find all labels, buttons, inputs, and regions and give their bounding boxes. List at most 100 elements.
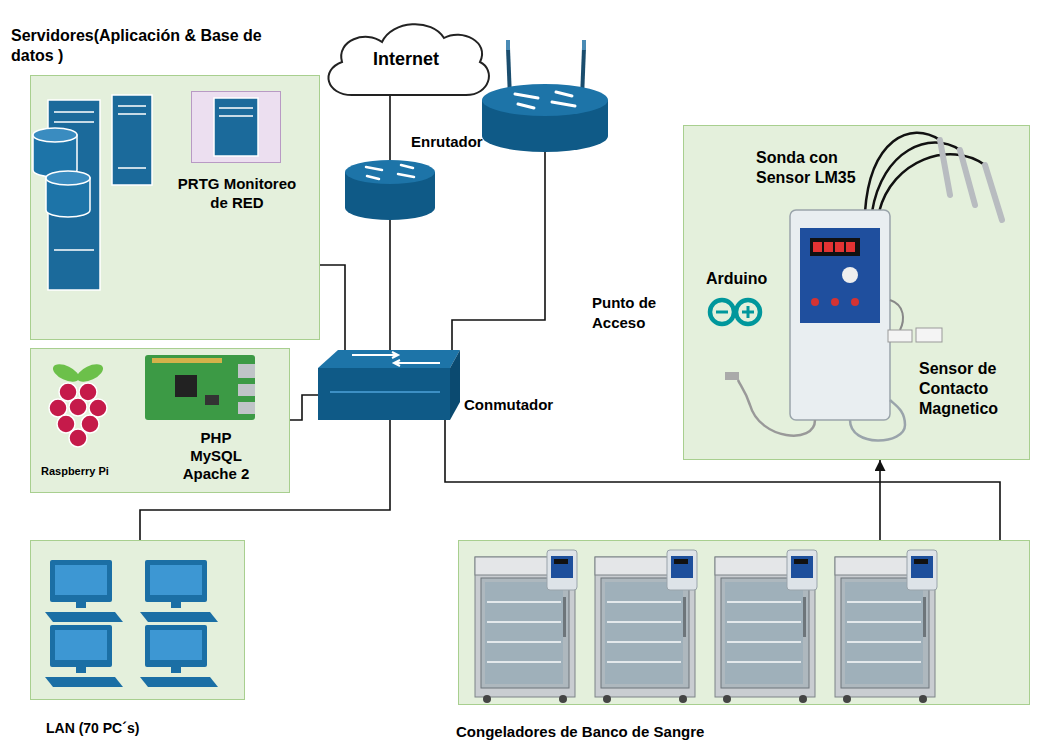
raspberry-board	[152, 358, 222, 363]
raspberry-logo	[81, 415, 99, 433]
arduino-device	[725, 372, 739, 380]
monitor-box: PRTG Monitoreo de RED	[191, 91, 281, 163]
raspberry-logo	[89, 399, 107, 417]
raspberry-logo	[79, 383, 97, 401]
arduino-device	[940, 140, 950, 195]
arduino-device	[811, 298, 819, 306]
arduino-device	[872, 143, 960, 212]
access-point-symbol	[482, 100, 608, 152]
arduino-device	[865, 133, 940, 212]
switch-symbol	[318, 350, 460, 420]
network-link	[389, 96, 391, 160]
arduino-logo	[716, 306, 754, 318]
node-label: Raspberry Pi	[41, 465, 109, 478]
arduino-device	[813, 242, 822, 252]
switch-symbol	[330, 391, 440, 393]
text-slot: Sensor de Contacto Magnetico	[919, 359, 1019, 419]
access-point-symbol	[506, 40, 510, 50]
internet-cloud	[329, 24, 489, 95]
pc-group	[45, 560, 123, 622]
pc-group	[140, 625, 218, 687]
router-symbol	[366, 165, 414, 179]
freezer-group	[475, 550, 937, 703]
text-slot: Enrutador	[411, 133, 483, 151]
text-slot: Servidores(Aplicación & Base de datos )	[11, 26, 301, 66]
switch-symbol	[318, 368, 450, 420]
raspberry-logo	[69, 398, 87, 416]
internet-cloud	[329, 24, 489, 95]
server-towers	[33, 128, 77, 142]
arduino-device	[985, 165, 1002, 220]
text-slot: PRTG Monitoreo de RED	[172, 174, 302, 212]
arduino-logo	[736, 300, 760, 324]
raspberry-panel: Raspberry PiPHP MySQL Apache 2	[30, 348, 290, 493]
raspberry-logo	[49, 361, 107, 447]
router-symbol	[345, 160, 435, 184]
access-point-symbol	[482, 84, 608, 116]
freezer-group	[835, 550, 937, 703]
arduino-logo	[710, 300, 734, 324]
text-slot: LAN (70 PC´s)	[46, 719, 139, 737]
access-point-node: Punto de Acceso	[482, 35, 608, 152]
server-towers	[33, 95, 258, 290]
access-point-symbol	[515, 92, 575, 108]
server-towers	[33, 135, 77, 177]
arduino-device	[846, 242, 855, 252]
freezer-group	[475, 550, 577, 703]
raspberry-board	[175, 375, 197, 397]
text-slot: Sonda con Sensor LM35	[756, 148, 871, 188]
lan-panel: LAN (70 PC´s)	[30, 540, 245, 700]
raspberry-logo	[49, 399, 67, 417]
pc-group	[45, 560, 218, 687]
arduino-device	[842, 267, 858, 283]
arduino-device	[890, 300, 903, 330]
switch-symbol	[450, 350, 460, 420]
freezer-group	[595, 550, 697, 703]
arduino-device	[879, 154, 985, 212]
raspberry-logo	[59, 383, 77, 401]
text-slot: Congeladores de Banco de Sangre	[456, 723, 704, 741]
node-label: Punto de Acceso	[592, 293, 682, 333]
server-towers	[54, 112, 94, 250]
arduino-logo	[710, 300, 760, 324]
raspberry-board	[145, 355, 255, 420]
access-point-symbol	[582, 48, 584, 98]
server-towers	[118, 106, 146, 168]
arduino-device	[800, 228, 880, 323]
arduino-device	[831, 298, 839, 306]
network-link	[452, 152, 545, 350]
network-link	[320, 265, 345, 350]
arduino-device	[738, 380, 815, 436]
switch-symbol	[318, 350, 460, 368]
arduino-device	[824, 242, 833, 252]
raspberry-logo	[57, 415, 75, 433]
text-slot: Conmutador	[464, 396, 553, 414]
raspberry-board	[145, 355, 255, 420]
node-label: Internet	[373, 48, 439, 70]
server-towers	[214, 98, 258, 156]
arduino-device	[960, 150, 975, 205]
router-symbol	[345, 172, 435, 220]
text-slot: Raspberry Pi	[41, 461, 109, 479]
access-point-symbol	[482, 40, 608, 152]
freezer-group	[715, 550, 817, 703]
server-towers	[48, 100, 100, 290]
pc-group	[45, 625, 123, 687]
node-label: PRTG Monitoreo de RED	[172, 174, 302, 212]
network-link	[879, 460, 881, 540]
arduino-device	[810, 238, 860, 256]
raspberry-logo	[74, 361, 105, 386]
arduino-device	[725, 133, 1002, 441]
network-link	[389, 220, 391, 350]
arduino-device	[851, 298, 859, 306]
text-slot: Internet	[320, 48, 492, 70]
node-label: Congeladores de Banco de Sangre	[456, 723, 704, 741]
node-label: Enrutador	[411, 133, 483, 151]
server-towers	[46, 171, 90, 185]
raspberry-board	[238, 402, 255, 414]
raspberry-logo	[50, 361, 81, 386]
freezer-panel: Congeladores de Banco de Sangre	[458, 540, 1030, 705]
